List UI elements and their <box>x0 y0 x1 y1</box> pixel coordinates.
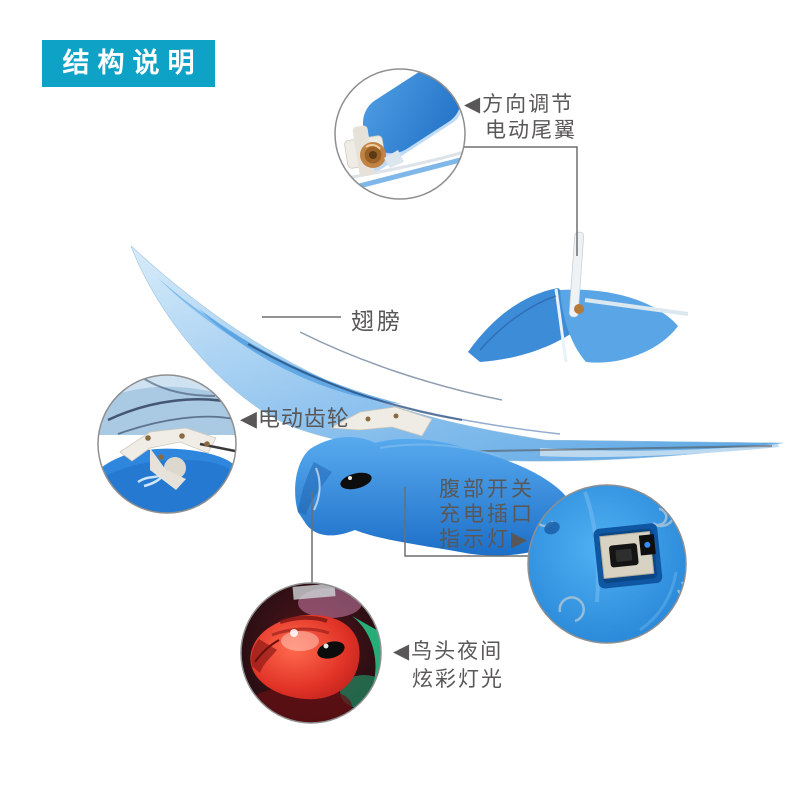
bird-tail <box>468 231 689 363</box>
structure-title-badge: 结构说明 <box>42 40 215 87</box>
belly-label: 腹部开关 充电插口 指示灯▶ <box>439 477 535 552</box>
tail-label-line2: 电动尾翼 <box>485 119 577 142</box>
tail-detail-callout <box>334 68 466 200</box>
bird-eye <box>340 472 372 490</box>
gear-label: ◀电动齿轮 <box>240 406 350 431</box>
head-label-line2: 炫彩灯光 <box>412 668 504 691</box>
bird-gear-mechanism <box>328 406 433 437</box>
indicator-light <box>644 541 651 548</box>
bird-product-photo <box>130 231 784 556</box>
connector-lines <box>262 146 578 583</box>
gear-detail-callout <box>97 374 237 514</box>
belly-label-line3: 指示灯▶ <box>439 528 531 551</box>
tail-label-line1: ◀方向调节 <box>464 93 575 116</box>
head-label-line1: ◀鸟头夜间 <box>393 640 504 663</box>
belly-switch-module <box>593 523 663 589</box>
tail-connector-line <box>462 146 578 256</box>
belly-connector-line <box>404 487 529 557</box>
belly-label-line2: 充电插口 <box>439 503 535 526</box>
glowing-bird-head <box>250 614 360 700</box>
belly-label-line1: 腹部开关 <box>439 478 535 501</box>
wing-label: 翅膀 <box>351 308 403 334</box>
belly-detail-callout <box>527 484 687 644</box>
head-label: ◀鸟头夜间 炫彩灯光 <box>393 638 504 694</box>
bird-wings <box>130 245 784 462</box>
tail-label: ◀方向调节 电动尾翼 <box>464 92 577 144</box>
head-detail-callout <box>240 582 382 724</box>
bird-body <box>295 437 579 556</box>
